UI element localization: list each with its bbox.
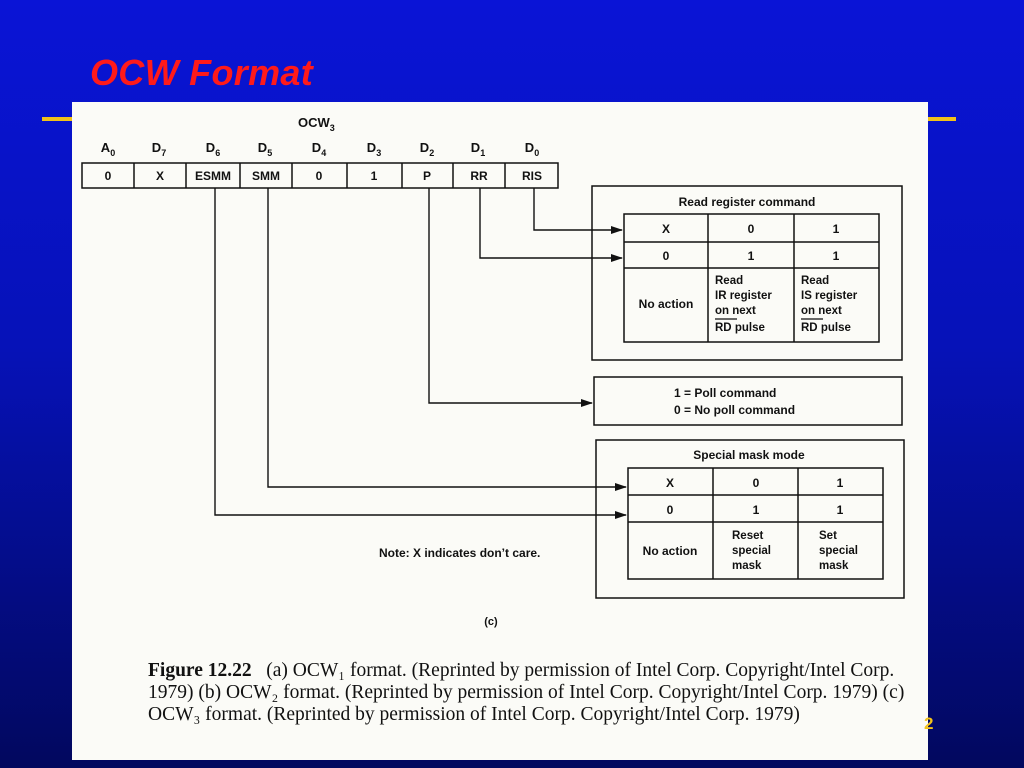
smm-set-1: Set xyxy=(819,530,837,542)
smm-row1-col1: X xyxy=(666,476,674,490)
rr-read-ir-2: IR register xyxy=(715,290,772,302)
bit-value-d5: SMM xyxy=(252,169,280,183)
rr-no-action: No action xyxy=(639,297,694,311)
special-mask-box xyxy=(595,439,905,599)
rr-read-ir-1: Read xyxy=(715,275,743,287)
bit-label-d4: D4 xyxy=(312,140,326,158)
rr-row2-col3: 1 xyxy=(833,249,840,263)
register-name: OCW3 xyxy=(298,115,335,133)
title-rule-right xyxy=(928,117,956,121)
connector-smm xyxy=(267,188,627,491)
rr-read-ir-4: RD pulse xyxy=(715,322,765,334)
rr-read-is-3: on next xyxy=(801,305,842,317)
rr-read-is-2: IS register xyxy=(801,290,858,302)
smm-set-3: mask xyxy=(819,560,849,572)
caption-label: Figure 12.22 xyxy=(148,660,252,681)
smm-row2-col1: 0 xyxy=(667,503,674,517)
bit-value-d2: P xyxy=(423,169,431,183)
rr-row1-col1: X xyxy=(662,222,670,236)
page-number: 2 xyxy=(924,714,934,733)
bit-value-d7: X xyxy=(156,169,164,183)
bit-value-d1: RR xyxy=(470,169,488,183)
ocw3-diagram: OCW3 A0 D7 D6 D5 D4 D3 D2 D1 D0 0 X ESMM… xyxy=(81,115,905,628)
read-register-box xyxy=(591,185,903,361)
rr-row1-col3: 1 xyxy=(833,222,840,236)
poll-line-2: 0 = No poll command xyxy=(674,403,795,417)
smm-reset-3: mask xyxy=(732,560,762,572)
bit-value-d6: ESMM xyxy=(195,169,231,183)
poll-line-1: 1 = Poll command xyxy=(674,386,776,400)
bit-label-d5: D5 xyxy=(258,140,272,158)
rr-read-is-1: Read xyxy=(801,275,829,287)
bit-value-d0: RIS xyxy=(522,169,542,183)
connector-rr xyxy=(479,188,623,262)
bit-value-a0: 0 xyxy=(105,169,112,183)
bit-value-d3: 1 xyxy=(371,169,378,183)
smm-row1-col3: 1 xyxy=(837,476,844,490)
read-register-title: Read register command xyxy=(679,195,816,209)
rr-read-ir-3: on next xyxy=(715,305,756,317)
panel-label: (c) xyxy=(484,616,498,628)
connector-ris xyxy=(533,188,623,234)
note-text: Note: X indicates don’t care. xyxy=(379,546,540,560)
smm-set-2: special xyxy=(819,545,858,557)
bit-label-d3: D3 xyxy=(367,140,381,158)
figure-scan: OCW3 A0 D7 D6 D5 D4 D3 D2 D1 D0 0 X ESMM… xyxy=(72,102,928,760)
slide-title: OCW Format xyxy=(90,52,313,93)
bit-label-d0: D0 xyxy=(525,140,539,158)
bit-label-d1: D1 xyxy=(471,140,485,158)
caption-text: (a) OCW₁ format. (Reprinted by permissio… xyxy=(148,660,905,725)
connector-p xyxy=(428,188,593,407)
bit-label-d6: D6 xyxy=(206,140,220,158)
connector-esmm xyxy=(214,188,627,519)
smm-no-action: No action xyxy=(643,544,698,558)
poll-box xyxy=(593,376,903,426)
bit-label-a0: A0 xyxy=(101,140,115,158)
rr-read-is-4: RD pulse xyxy=(801,322,851,334)
title-rule-left xyxy=(42,117,72,121)
bit-label-d7: D7 xyxy=(152,140,166,158)
smm-row2-col3: 1 xyxy=(837,503,844,517)
smm-row1-col2: 0 xyxy=(753,476,760,490)
special-mask-title: Special mask mode xyxy=(693,448,805,462)
rr-row2-col1: 0 xyxy=(663,249,670,263)
bit-value-d4: 0 xyxy=(316,169,323,183)
rr-row1-col2: 0 xyxy=(748,222,755,236)
rr-row2-col2: 1 xyxy=(748,249,755,263)
smm-reset-2: special xyxy=(732,545,771,557)
bit-value-row xyxy=(81,162,559,189)
smm-row2-col2: 1 xyxy=(753,503,760,517)
figure-caption: Figure 12.22 (a) OCW₁ format. (Reprinted… xyxy=(148,660,918,726)
bit-label-d2: D2 xyxy=(420,140,434,158)
smm-reset-1: Reset xyxy=(732,530,763,542)
